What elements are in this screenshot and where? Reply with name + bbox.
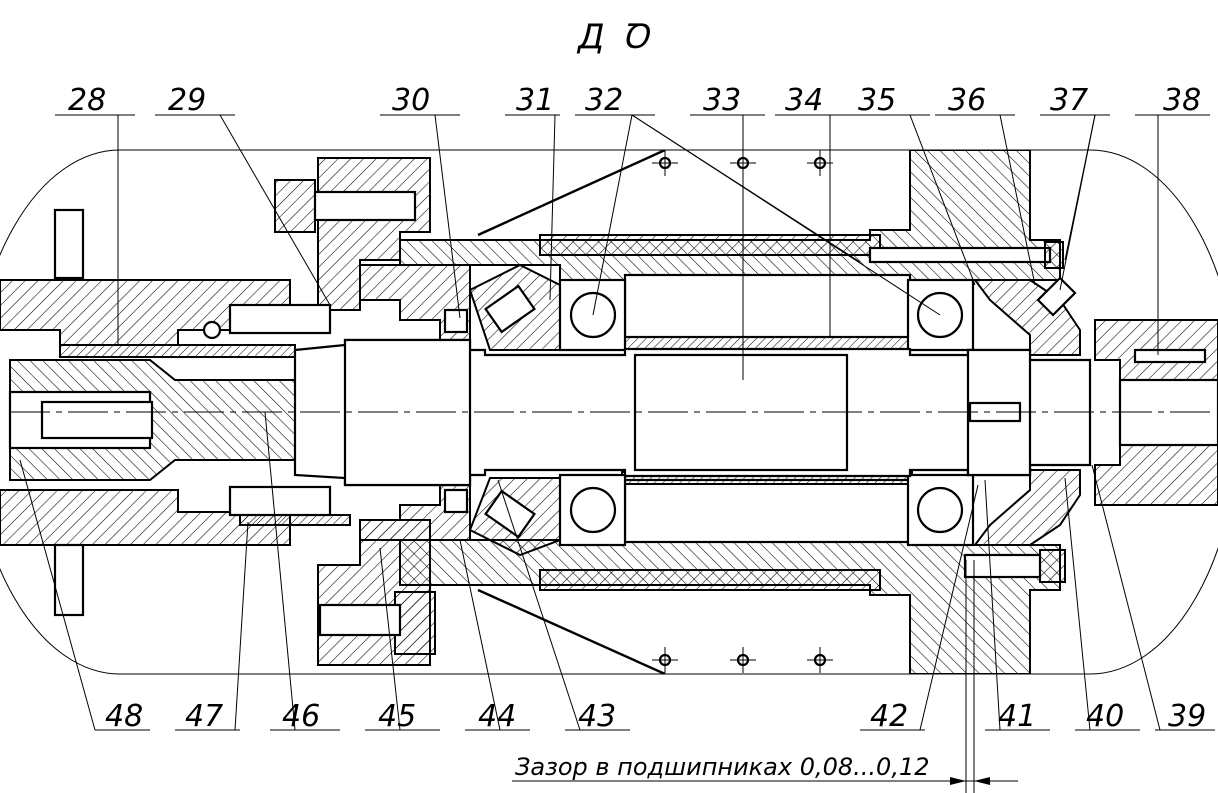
clearance-dimension [512, 560, 1018, 793]
bearing-sleeve-bottom [539, 569, 881, 591]
oring-29 [202, 320, 222, 340]
callout-44: 44 [478, 699, 516, 734]
callout-43: 43 [578, 699, 616, 734]
spacer-sleeve-top [623, 273, 912, 339]
bearing-sleeve-top [539, 234, 881, 256]
seal-ring-bottom [443, 488, 469, 514]
seal-housing-top [359, 264, 471, 351]
rotation-symbol: Ꝺ [622, 17, 651, 57]
spacer-sleeve-bottom [623, 478, 912, 544]
callout-34: 34 [785, 83, 823, 118]
angular-roller-top [484, 284, 536, 334]
bearing-ball-left-bottom [569, 486, 617, 534]
right-bolt-shank [963, 553, 1042, 579]
view-title: Д [576, 17, 605, 57]
detail-boundary [0, 149, 1218, 675]
lubricator-fitting [1036, 276, 1077, 317]
tube-28 [59, 344, 296, 358]
callout-33: 33 [703, 83, 741, 118]
gland-bottom [228, 485, 332, 517]
top-leaders [55, 114, 1210, 380]
inner-spacer-top [621, 336, 913, 350]
callout-31: 31 [516, 83, 554, 118]
callout-47: 47 [185, 699, 223, 734]
callout-28: 28 [68, 83, 106, 118]
callout-30: 30 [392, 83, 430, 118]
right-coupling-bottom [1094, 444, 1218, 506]
callout-35: 35 [858, 83, 896, 118]
drawbar-end [40, 400, 154, 440]
taper-line-bottom [477, 588, 666, 674]
right-bolt-head [1039, 549, 1066, 583]
tube-47 [239, 514, 351, 526]
lower-bolt-head [394, 591, 436, 655]
callout-41: 41 [998, 699, 1036, 734]
callout-37: 37 [1050, 83, 1088, 118]
upper-bolt-shank [313, 190, 417, 222]
callout-32: 32 [585, 83, 623, 118]
upper-bolt-head [274, 179, 316, 233]
angular-roller-bottom [484, 489, 536, 539]
bearing-ball-right-bottom [916, 486, 964, 534]
left-housing-flange-top [53, 208, 85, 280]
key-38 [1133, 348, 1207, 364]
callout-38: 38 [1163, 83, 1201, 118]
end-cap-bottom [973, 469, 1081, 546]
callout-29: 29 [168, 83, 206, 118]
bearing-clearance-note: Зазор в подшипниках 0,08...0,12 [515, 753, 929, 781]
callout-46: 46 [282, 699, 320, 734]
top-nut-37 [1044, 241, 1064, 269]
callout-39: 39 [1168, 699, 1206, 734]
callout-45: 45 [378, 699, 416, 734]
callout-40: 40 [1086, 699, 1124, 734]
taper-line-top [477, 150, 666, 237]
seal-ring-top [443, 308, 469, 334]
callout-42: 42 [870, 699, 908, 734]
bottom-leaders [19, 411, 1215, 731]
callout-48: 48 [105, 699, 143, 734]
callout-36: 36 [948, 83, 986, 118]
gland-top [228, 303, 332, 335]
top-threaded-rod [868, 246, 1052, 264]
left-housing-flange-bottom [53, 543, 85, 617]
